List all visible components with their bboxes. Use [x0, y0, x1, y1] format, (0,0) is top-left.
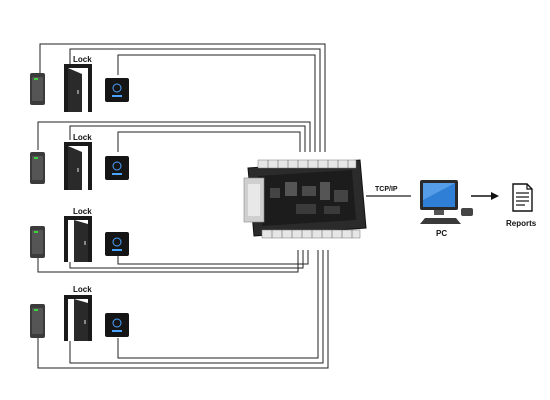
door2-wire-outer — [37, 121, 311, 152]
door2-wire-lock — [69, 125, 306, 152]
card-reader-icon — [30, 226, 45, 258]
door-group-1: Lock — [30, 55, 129, 112]
door-icon — [64, 142, 92, 190]
door4-wire-lock — [69, 250, 324, 364]
wiring — [37, 43, 411, 369]
card-reader-icon — [30, 152, 45, 184]
door-group-3: Lock — [30, 207, 129, 262]
door-icon — [64, 295, 92, 341]
lock-label: Lock — [73, 133, 92, 142]
door1-wire-lock — [69, 48, 321, 152]
door3-wire-lock — [69, 250, 304, 269]
arrow-right-icon — [471, 192, 499, 200]
exit-button-icon — [105, 78, 129, 102]
card-reader-icon — [30, 304, 45, 338]
tcpip-label: TCP/IP — [375, 186, 398, 193]
door4-wire-exit — [117, 250, 319, 359]
document-icon — [512, 183, 533, 212]
lock-label: Lock — [73, 285, 92, 294]
exit-button-icon — [105, 313, 129, 337]
door-group-2: Lock — [30, 133, 129, 190]
door-icon — [64, 64, 92, 112]
door3-wire-exit — [117, 250, 309, 265]
door3-wire-outer — [37, 250, 299, 273]
lock-label: Lock — [73, 55, 92, 64]
reports-label: Reports — [506, 219, 537, 228]
access-controller-board-icon — [243, 159, 367, 239]
door-icon — [64, 216, 92, 262]
door-group-4: Lock — [30, 285, 129, 341]
door1-wire-exit — [117, 54, 316, 152]
door2-wire-exit — [117, 131, 301, 152]
desktop-computer-icon — [420, 180, 473, 224]
door4-wire-outer — [37, 250, 329, 369]
card-reader-icon — [30, 73, 45, 105]
exit-button-icon — [105, 156, 129, 180]
lock-label: Lock — [73, 207, 92, 216]
exit-button-icon — [105, 232, 129, 256]
pc-label: PC — [436, 229, 447, 238]
